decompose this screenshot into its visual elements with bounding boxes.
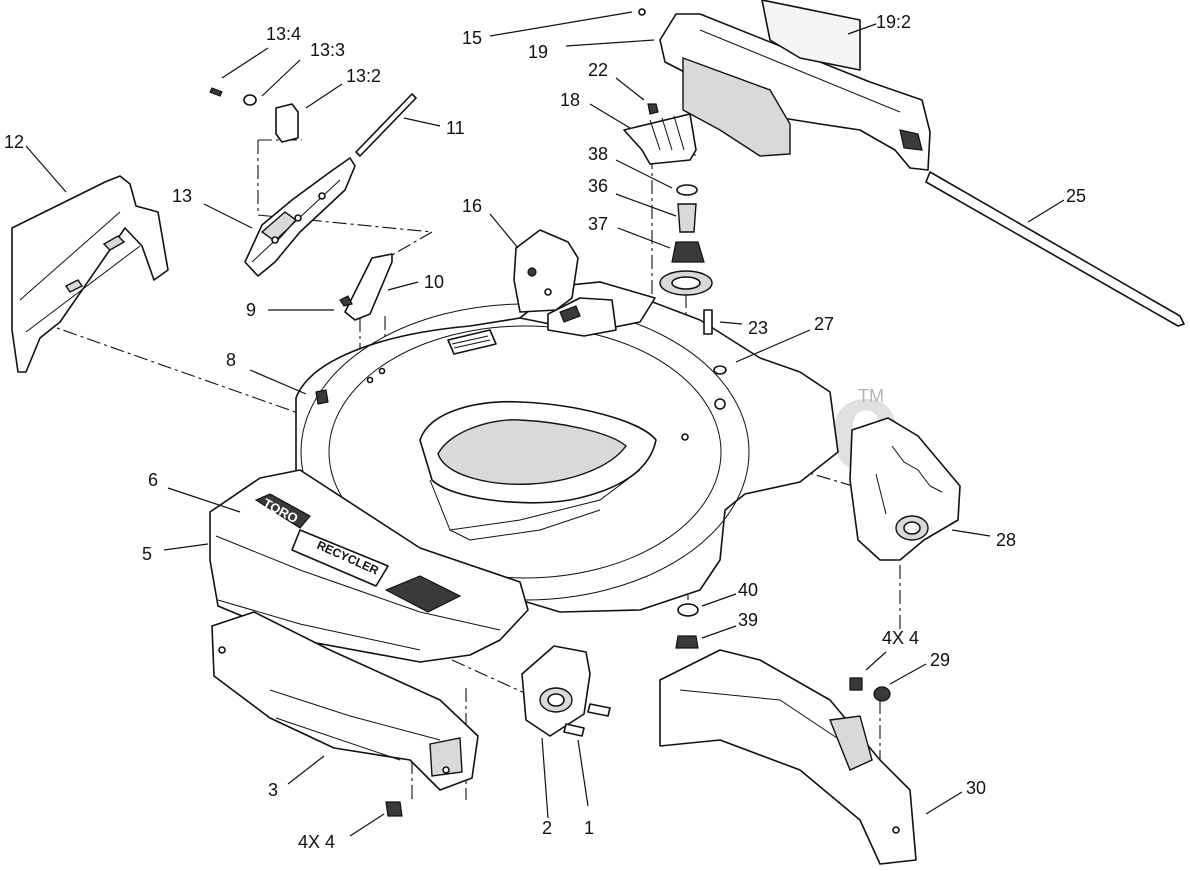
callout-29: 29: [930, 650, 950, 670]
callout-40: 40: [738, 580, 758, 600]
part-handle-bracket: [209, 87, 417, 277]
callout-5: 5: [142, 544, 152, 564]
part-front-skirt: [211, 611, 479, 791]
callout-3: 3: [268, 780, 278, 800]
part-latch: [339, 253, 393, 321]
part-side-shield: [11, 175, 169, 373]
callout-1: 1: [584, 818, 594, 838]
callout-16: 16: [462, 196, 482, 216]
callout-9: 9: [246, 300, 256, 320]
part-spring: [623, 103, 697, 165]
callout-38: 38: [588, 144, 608, 164]
watermark-trademark: TM: [858, 386, 884, 406]
callout-8: 8: [226, 350, 236, 370]
callout-19-2: 19:2: [876, 12, 911, 32]
callout-28: 28: [996, 530, 1016, 550]
hardware-fasteners: [315, 309, 891, 817]
callout-25: 25: [1066, 186, 1086, 206]
callout-13-2: 13:2: [346, 66, 381, 86]
callout-15: 15: [462, 28, 482, 48]
leader-lines: [25, 11, 1065, 837]
callout-10: 10: [424, 272, 444, 292]
callout-4x4-right: 4X 4: [882, 628, 919, 648]
callout-13-4: 13:4: [266, 24, 301, 44]
callout-4x4-left: 4X 4: [298, 832, 335, 852]
callout-2: 2: [542, 818, 552, 838]
callout-labels: 13:4 13:3 13:2 11 12 13 9 10 8 6 5 3 4X …: [4, 12, 1086, 852]
callout-39: 39: [738, 610, 758, 630]
part-rear-skirt: [659, 649, 917, 865]
callout-12: 12: [4, 132, 24, 152]
callout-18: 18: [560, 90, 580, 110]
callout-36: 36: [588, 176, 608, 196]
callout-23: 23: [748, 318, 768, 338]
callout-6: 6: [148, 470, 158, 490]
part-height-adjuster-stack: [659, 184, 713, 296]
callout-13: 13: [172, 186, 192, 206]
part-front-bumper: TORO RECYCLER: [209, 469, 529, 663]
part-wheel-bracket-left: [521, 645, 611, 737]
part-rear-housing: [638, 0, 1185, 327]
callout-19: 19: [528, 42, 548, 62]
callout-11: 11: [446, 118, 465, 138]
callout-37: 37: [588, 214, 608, 234]
part-rear-bracket: [513, 229, 579, 313]
callout-13-3: 13:3: [310, 40, 345, 60]
callout-30: 30: [966, 778, 986, 798]
part-wheel-bracket-right: [849, 417, 961, 561]
callout-27: 27: [814, 314, 834, 334]
callout-22: 22: [588, 60, 608, 80]
